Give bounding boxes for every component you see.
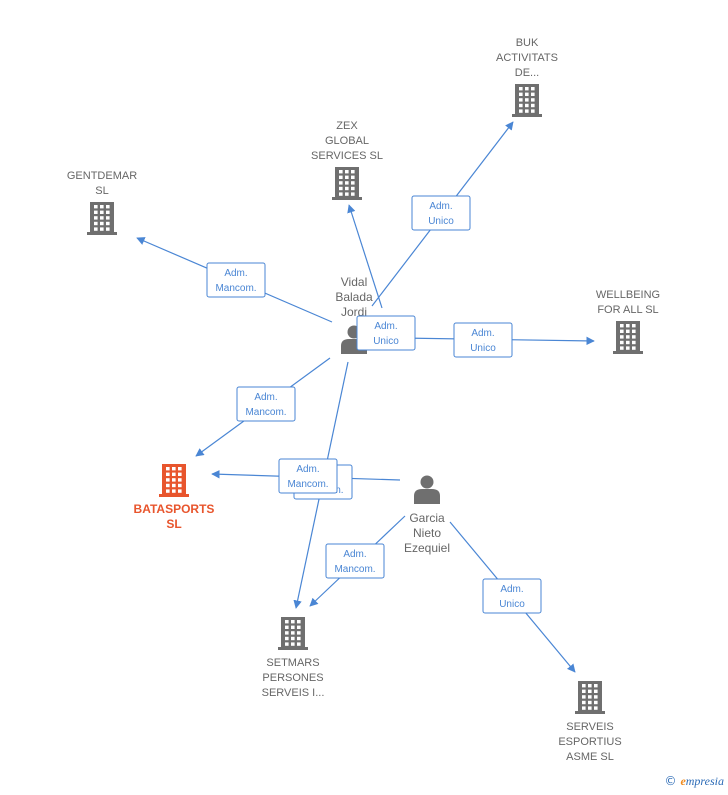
edge-label-vidal-to-batasports[interactable]: Adm. Mancom.: [236, 386, 296, 422]
edge-label-vidal-to-zex[interactable]: Adm. Unico: [356, 315, 416, 351]
node-label: SERVEIS I...: [262, 687, 325, 699]
node-label: SL: [166, 517, 181, 531]
edge-label-vidal-to-wellbeing[interactable]: Adm. Unico: [453, 322, 513, 358]
node-label: WELLBEING: [596, 289, 660, 301]
node-buk[interactable]: BUK ACTIVITATS DE...: [496, 37, 558, 117]
building-icon: [332, 167, 362, 200]
node-label: SL: [95, 185, 108, 197]
edge-label-text: Mancom.: [245, 407, 286, 418]
node-label: GLOBAL: [325, 135, 369, 147]
node-label: SETMARS: [266, 657, 319, 669]
edge-label-text: Adm.: [296, 464, 319, 475]
node-label: Nieto: [413, 526, 441, 540]
edge-label-garcia-to-batasports[interactable]: Adm. Mancom.: [278, 458, 338, 494]
node-label: ZEX: [336, 120, 358, 132]
edge-label-text: Adm.: [374, 321, 397, 332]
edge-label-text: Mancom.: [334, 564, 375, 575]
edge-label-text: Unico: [470, 343, 496, 354]
edge-label-text: Mancom.: [287, 479, 328, 490]
edge-label-text: Unico: [373, 336, 399, 347]
edge-label-text: Unico: [428, 216, 454, 227]
edge-label-text: Adm.: [254, 392, 277, 403]
node-label: ESPORTIUS: [558, 736, 621, 748]
node-label: ACTIVITATS: [496, 52, 558, 64]
edge-label-vidal-to-buk[interactable]: Adm. Unico: [411, 195, 471, 231]
edge-label-text: Mancom.: [215, 283, 256, 294]
edge-labels-layer: Adm.Mancom.Adm.UnicoAdm.UnicoAdm.UnicoAd…: [206, 195, 542, 614]
node-label: Ezequiel: [404, 541, 450, 555]
edge-label-text: Adm.: [224, 268, 247, 279]
building-icon: [278, 617, 308, 650]
building-icon: [512, 84, 542, 117]
edge-label-text: Adm.: [500, 584, 523, 595]
brand-logo-initial: e: [680, 774, 686, 788]
building-icon: [159, 464, 189, 497]
node-label: Garcia: [409, 511, 445, 525]
node-serveis[interactable]: SERVEIS ESPORTIUS ASME SL: [558, 681, 622, 763]
node-wellbeing[interactable]: WELLBEING FOR ALL SL: [596, 289, 660, 354]
node-label: ASME SL: [566, 751, 614, 763]
edge-label-garcia-to-serveis[interactable]: Adm. Unico: [482, 578, 542, 614]
edge-label-garcia-to-setmars[interactable]: Adm. Mancom.: [325, 543, 385, 579]
node-zex[interactable]: ZEX GLOBAL SERVICES SL: [311, 120, 383, 200]
node-label: BUK: [516, 37, 539, 49]
brand-logo-text: mpresia: [685, 774, 724, 788]
node-setmars[interactable]: SETMARS PERSONES SERVEIS I...: [262, 617, 325, 699]
node-label: FOR ALL SL: [597, 304, 658, 316]
node-label: GENTDEMAR: [67, 170, 137, 182]
person-icon: [414, 475, 440, 504]
node-label: DE...: [515, 67, 539, 79]
node-label: PERSONES: [262, 672, 323, 684]
edge-label-text: Unico: [499, 599, 525, 610]
node-label: Vidal: [341, 275, 367, 289]
brand-footer[interactable]: ©empresia: [664, 774, 724, 789]
building-icon: [575, 681, 605, 714]
edge-label-vidal-to-gentdemar[interactable]: Adm. Mancom.: [206, 262, 266, 298]
node-label: Balada: [335, 290, 373, 304]
building-icon: [87, 202, 117, 235]
node-label: SERVICES SL: [311, 150, 383, 162]
edge-label-text: Adm.: [429, 201, 452, 212]
edge-label-text: Adm.: [471, 328, 494, 339]
copyright-symbol: ©: [664, 774, 677, 788]
edge-label-text: Adm.: [343, 549, 366, 560]
node-label: SERVEIS: [566, 721, 614, 733]
node-gentdemar[interactable]: GENTDEMAR SL: [67, 170, 137, 235]
building-icon: [613, 321, 643, 354]
node-label: BATASPORTS: [134, 502, 215, 516]
edge-vidal-to-zex: [347, 204, 383, 309]
